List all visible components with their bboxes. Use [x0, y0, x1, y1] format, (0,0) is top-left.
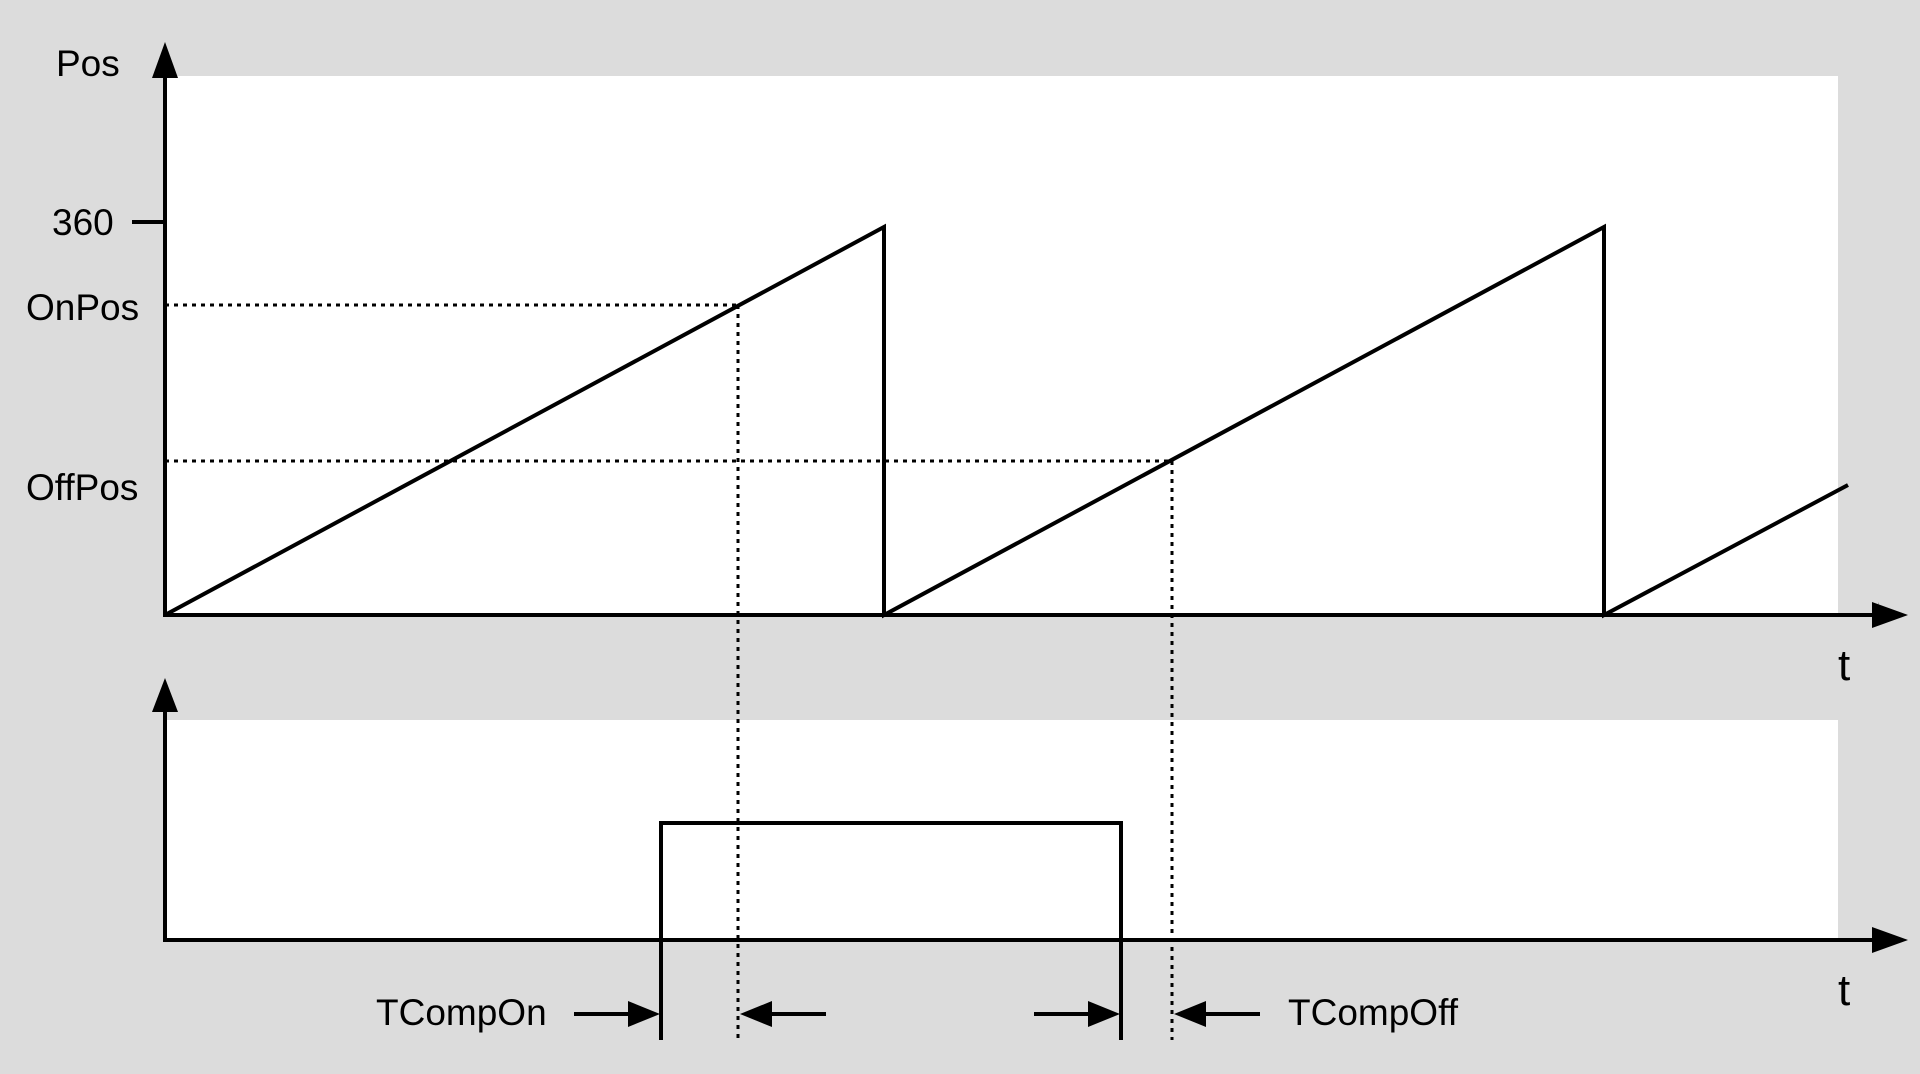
- onpos-label: OnPos: [26, 287, 139, 328]
- position-plot-panel: [163, 76, 1838, 614]
- y-axis-label: Pos: [56, 43, 120, 84]
- output-plot-panel: [163, 720, 1838, 940]
- tcomp-on-arrowhead: [628, 1001, 660, 1027]
- tick-360-label: 360: [52, 202, 114, 243]
- out-y-axis-arrow: [152, 678, 178, 712]
- t-label-bottom: t: [1838, 966, 1850, 1015]
- tcomp-off-label: TCompOff: [1288, 992, 1459, 1033]
- pos-x-axis-arrowhead: [1872, 602, 1908, 628]
- tcomp-on-return-arrowhead: [740, 1001, 772, 1027]
- tcomp-on-label: TCompOn: [376, 992, 547, 1033]
- tcomp-off-return-arrowhead: [1174, 1001, 1206, 1027]
- out-x-axis-arrowhead: [1872, 927, 1908, 953]
- offpos-label: OffPos: [26, 467, 138, 508]
- t-label-top: t: [1838, 641, 1850, 690]
- output-pulse: [659, 821, 1123, 1040]
- tcomp-off-arrowhead: [1088, 1001, 1120, 1027]
- position-sawtooth: [164, 223, 1849, 619]
- pos-y-axis-arrow: [152, 42, 178, 78]
